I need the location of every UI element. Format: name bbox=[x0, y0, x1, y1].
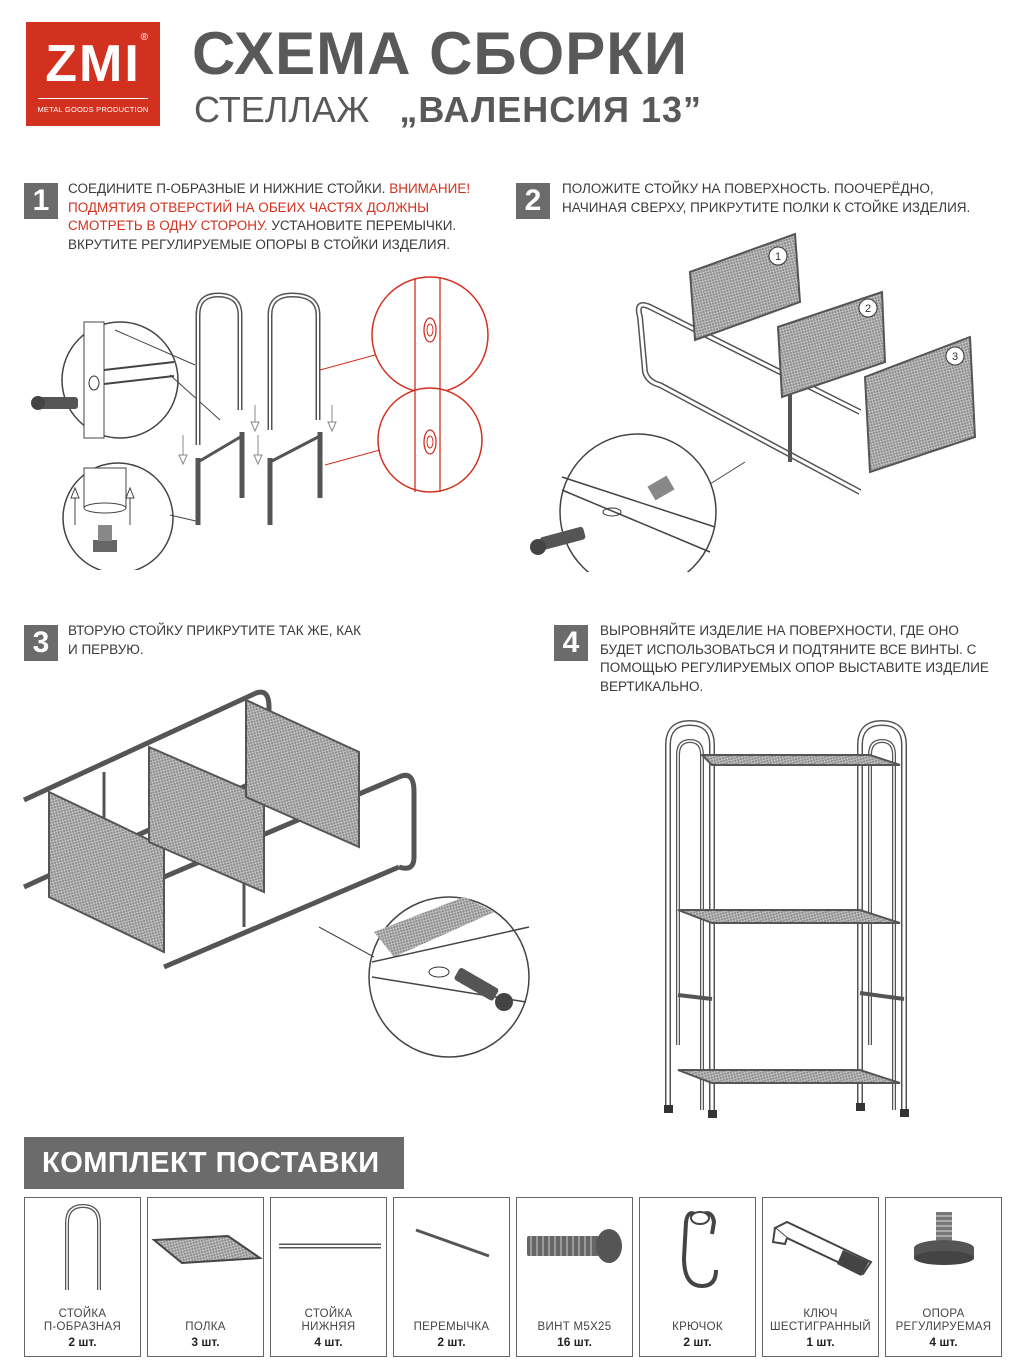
kit-item-qty: 4 шт. bbox=[314, 1335, 343, 1349]
kit-item-qty: 16 шт. bbox=[557, 1335, 592, 1349]
shelf-icon bbox=[151, 1234, 263, 1265]
kit-item-qty: 1 шт. bbox=[806, 1335, 835, 1349]
kit-item-crossbar: ПЕРЕМЫЧКА 2 шт. bbox=[393, 1197, 510, 1357]
step-2-number: 2 bbox=[516, 183, 550, 219]
kit-item-label: ПОЛКА bbox=[148, 1308, 263, 1334]
kit-item-name-line2: ПЕРЕМЫЧКА bbox=[413, 1321, 490, 1333]
kit-item-qty: 4 шт. bbox=[929, 1335, 958, 1349]
page-title: СХЕМА СБОРКИ bbox=[192, 20, 688, 87]
kit-item-name-line1: СТОЙКА bbox=[304, 1308, 353, 1320]
subtitle-product-name: „ВАЛЕНСИЯ 13” bbox=[399, 89, 703, 130]
step-3-text: ВТОРУЮ СТОЙКУ ПРИКРУТИТЕ ТАК ЖЕ, КАК И П… bbox=[68, 623, 362, 657]
kit-item-screw: ВИНТ М5х25 16 шт. bbox=[516, 1197, 633, 1357]
kit-item-qty: 2 шт. bbox=[437, 1335, 466, 1349]
hook-icon bbox=[681, 1211, 718, 1289]
step-4-number: 4 bbox=[554, 625, 588, 661]
kit-item-name-line2: ПОЛКА bbox=[185, 1321, 226, 1333]
screw-icon bbox=[527, 1229, 622, 1263]
step-3-illustration bbox=[22, 689, 530, 1058]
adjustable-foot-icon bbox=[914, 1212, 974, 1265]
step-1-illustration bbox=[31, 276, 489, 570]
u-post-icon bbox=[65, 1203, 101, 1290]
shelf-label-3: 3 bbox=[952, 351, 958, 363]
page-subtitle: СТЕЛЛАЖ „ВАЛЕНСИЯ 13” bbox=[194, 90, 702, 130]
kit-item-name-line2: ВИНТ М5х25 bbox=[537, 1321, 612, 1333]
step-2-illustration: 1 2 3 bbox=[530, 232, 977, 572]
step-4-text: ВЫРОВНЯЙТЕ ИЗДЕЛИЕ НА ПОВЕРХНОСТИ, ГДЕ О… bbox=[600, 623, 989, 694]
kit-item-name-line2: РЕГУЛИРУЕМАЯ bbox=[895, 1321, 992, 1333]
step-4-illustration bbox=[664, 719, 909, 1118]
kit-item-name-line2: ШЕСТИГРАННЫЙ bbox=[770, 1321, 871, 1333]
kit-item-name-line2: П-ОБРАЗНАЯ bbox=[43, 1321, 122, 1333]
kit-item-label: КРЮЧОК bbox=[640, 1308, 755, 1334]
kit-item-qty: 3 шт. bbox=[191, 1335, 220, 1349]
kit-item-name-line1: СТОЙКА bbox=[58, 1308, 107, 1320]
kit-item-name-line2: НИЖНЯЯ bbox=[301, 1321, 356, 1333]
step-3-number: 3 bbox=[24, 625, 58, 661]
shelf-label-2: 2 bbox=[865, 303, 871, 315]
brand-logo: ZMI ® METAL GOODS PRODUCTION bbox=[26, 22, 160, 126]
logo-tagline: METAL GOODS PRODUCTION bbox=[37, 105, 149, 114]
kit-heading: КОМПЛЕКТ ПОСТАВКИ bbox=[24, 1137, 404, 1189]
step-1-number: 1 bbox=[24, 183, 58, 219]
logo-brand: ZMI bbox=[45, 35, 141, 93]
kit-item-hook: КРЮЧОК 2 шт. bbox=[639, 1197, 756, 1357]
step-2-text: ПОЛОЖИТЕ СТОЙКУ НА ПОВЕРХНОСТЬ. ПООЧЕРЁД… bbox=[562, 181, 971, 215]
step-1-instruction-b: УСТАНОВИТЕ ПЕРЕМЫЧКИ. ВКРУТИТЕ РЕГУЛИРУЕ… bbox=[68, 218, 457, 252]
kit-item-label: ВИНТ М5х25 bbox=[517, 1308, 632, 1334]
step-1-instruction: СОЕДИНИТЕ П-ОБРАЗНЫЕ И НИЖНИЕ СТОЙКИ. bbox=[68, 181, 386, 196]
shelf-label-1: 1 bbox=[775, 251, 781, 263]
kit-item-qty: 2 шт. bbox=[683, 1335, 712, 1349]
kit-item-label: ПЕРЕМЫЧКА bbox=[394, 1308, 509, 1334]
step-1-text: СОЕДИНИТЕ П-ОБРАЗНЫЕ И НИЖНИЕ СТОЙКИ. ВН… bbox=[68, 180, 488, 254]
kit-item-shelf: ПОЛКА 3 шт. bbox=[147, 1197, 264, 1357]
step-1-warning: ВНИМАНИЕ! ПОДМЯТИЯ ОТВЕРСТИЙ НА ОБЕИХ ЧА… bbox=[68, 181, 471, 233]
crossbar-icon bbox=[415, 1228, 490, 1258]
kit-item-name-line2: КРЮЧОК bbox=[672, 1321, 723, 1333]
subtitle-prefix: СТЕЛЛАЖ bbox=[194, 89, 370, 130]
kit-item-qty: 2 шт. bbox=[68, 1335, 97, 1349]
kit-item-name-line1: КЛЮЧ bbox=[803, 1308, 838, 1320]
hex-key-icon bbox=[771, 1220, 873, 1276]
logo-divider bbox=[38, 98, 148, 99]
logo-registered: ® bbox=[140, 32, 148, 43]
kit-item-name-line1: ОПОРА bbox=[922, 1308, 965, 1320]
lower-post-icon bbox=[279, 1243, 381, 1249]
